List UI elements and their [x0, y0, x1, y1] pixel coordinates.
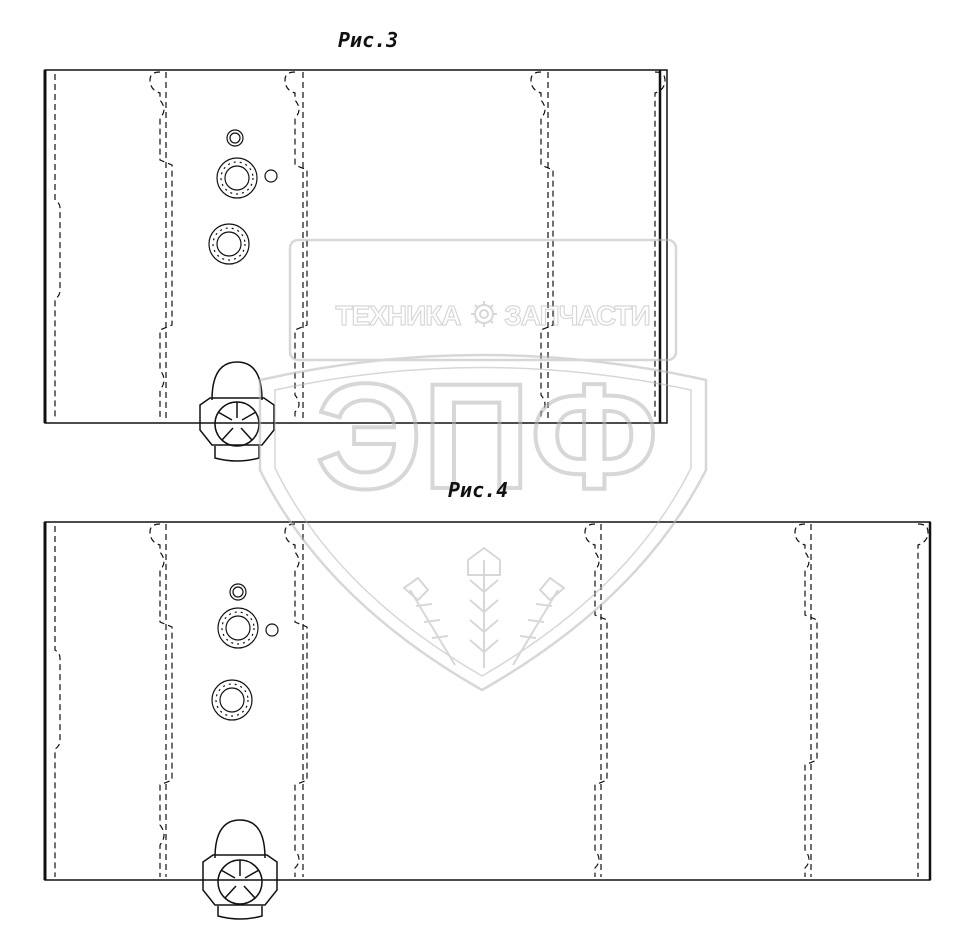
watermark-shield [258, 353, 708, 692]
vent-fitting [229, 583, 247, 601]
figure-4-caption: Рис.4 [448, 478, 509, 502]
watermark-frame [288, 238, 678, 362]
baffle-1 [149, 523, 173, 877]
watermark-main-text: ЭПФ [316, 352, 659, 520]
wheat-icon [402, 546, 566, 668]
baffle-1 [149, 71, 173, 420]
figure-3-caption: Рис.3 [338, 28, 399, 52]
baffle-3 [530, 71, 554, 420]
left-end-hidden-line [54, 74, 61, 420]
baffle-2 [284, 523, 308, 877]
tank-drawing-fig4 [43, 521, 932, 920]
sender-flange [216, 157, 258, 199]
left-end-hidden-line [54, 526, 61, 877]
drain-flange [208, 223, 250, 265]
filler-cap-icon [199, 361, 275, 462]
small-port [265, 623, 279, 637]
small-port [264, 169, 278, 183]
filler-cap-icon [202, 819, 278, 920]
baffle-4 [794, 523, 818, 877]
watermark-logo: ТЕХНИКА ЗАПЧАСТИ ЭПФ [258, 238, 708, 692]
vent-fitting [226, 129, 244, 147]
sender-flange [217, 607, 259, 649]
right-end-hidden-line [654, 71, 666, 420]
watermark-text-left: ТЕХНИКА [335, 300, 461, 331]
watermark-text-right: ЗАПЧАСТИ [504, 300, 649, 331]
baffle-2 [284, 71, 308, 420]
drain-flange [211, 679, 253, 721]
gear-icon [471, 301, 497, 327]
right-end-hidden-line [917, 523, 929, 877]
baffle-3 [584, 523, 608, 877]
tank-drawing-fig3 [43, 69, 668, 462]
